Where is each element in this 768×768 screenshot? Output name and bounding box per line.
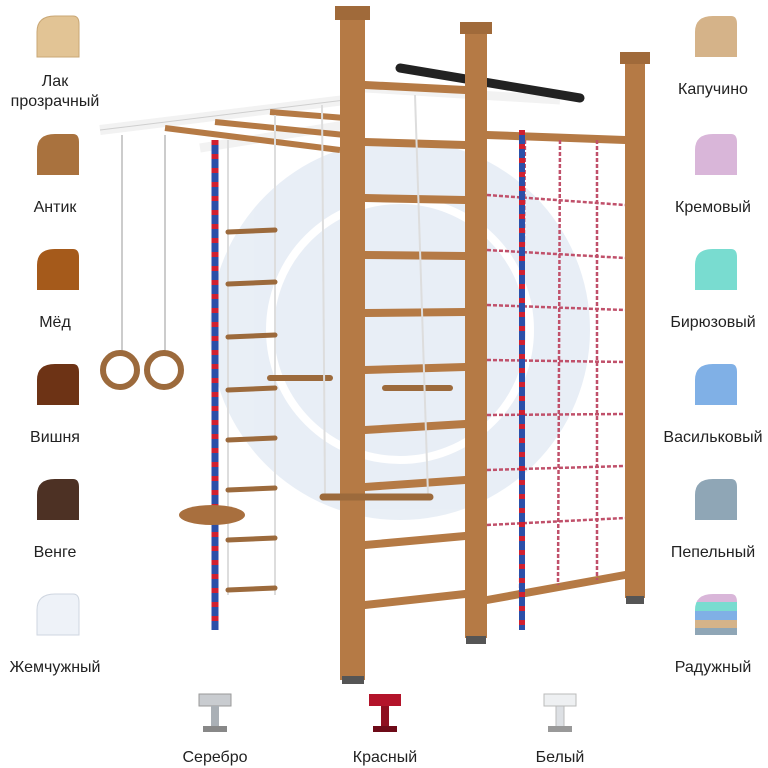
color-swatch-icon [695,249,737,290]
swatch-label: Радужный [674,659,752,676]
swatch-label: Бирюзовый [670,314,756,331]
color-swatch-icon [37,249,79,290]
color-swatch-icon [695,479,737,520]
swatch-label: Антик [33,199,77,216]
bracket-bely[interactable]: Белый [505,690,615,767]
swatch-med[interactable]: Мёд [0,245,110,333]
bracket-label: Красный [352,749,418,766]
swatch-biryuzovy[interactable]: Бирюзовый [658,245,768,333]
climbing-net [486,139,626,596]
bracket-icon [198,693,232,732]
bracket-label: Белый [535,749,585,766]
bracket-serebro[interactable]: Серебро [160,690,270,767]
swatch-label: Капучино [678,81,748,98]
color-swatch-icon [37,134,79,175]
swatch-label: Кремовый [675,199,751,216]
color-swatch-icon [36,593,80,636]
swatch-antik[interactable]: Антик [0,130,110,218]
bracket-icon [543,693,577,732]
swatch-venge[interactable]: Венге [0,475,110,563]
wooden-posts [335,6,650,684]
bracket-krasny[interactable]: Красный [330,690,440,767]
swatch-raduzhny[interactable]: Радужный [658,590,768,678]
color-swatch-icon [695,134,737,175]
bracket-label: Серебро [182,749,248,766]
swatch-label: Васильковый [663,429,763,446]
swatch-label: Жемчужный [9,659,101,676]
gymnastic-rings [100,135,184,390]
color-swatch-icon [695,16,737,57]
bracket-icon [369,694,401,732]
swatch-label: Вишня [30,429,80,446]
wall-rungs [361,81,629,609]
color-swatch-icon [695,364,737,405]
swatch-kremovy[interactable]: Кремовый [658,130,768,218]
swatch-vishnya[interactable]: Вишня [0,360,110,448]
color-swatch-icon [37,479,79,520]
accessories [179,94,453,525]
rope-ladder [225,115,278,595]
color-swatch-icon [36,15,80,58]
swatch-label: Венге [33,544,77,561]
swatch-zhemchuzhny[interactable]: Жемчужный [0,590,110,678]
swatch-label: Лак прозрачный [10,73,100,110]
swatch-label: Мёд [39,314,71,331]
swatch-kapuchino[interactable]: Капучино [658,12,768,100]
color-swatch-icon [695,594,737,635]
color-swatch-icon [37,364,79,405]
swatch-label: Пепельный [670,544,756,561]
swatch-vasilkovy[interactable]: Васильковый [658,360,768,448]
climbing-ropes [211,130,525,630]
swatch-lak[interactable]: Лак прозрачный [0,12,110,112]
swatch-pepelny[interactable]: Пепельный [658,475,768,563]
